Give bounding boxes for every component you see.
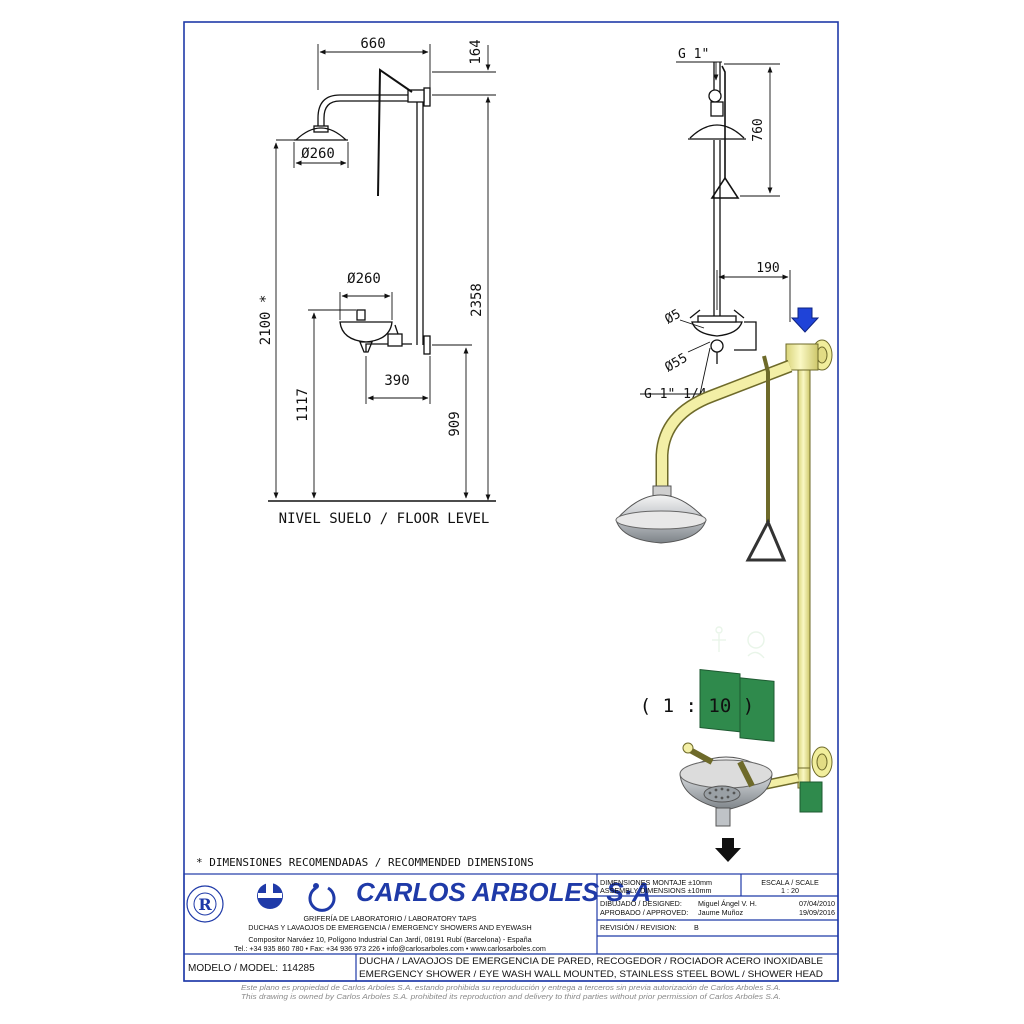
assembly-tolerance-es: DIMENSIONES MONTAJE ±10mm [600,878,712,887]
elevation-dimension-labels: 660 164 Ø260 2100 * 2358 Ø260 390 1117 9… [258,36,489,527]
recommended-dimensions-note: * DIMENSIONES RECOMENDADAS / RECOMMENDED… [196,856,534,869]
designed-date: 07/04/2010 [799,899,835,908]
front-view-dimensions [640,61,791,395]
isometric-illustration [615,307,833,862]
model-value: 114285 [282,963,315,974]
model-label: MODELO / MODEL: [188,963,278,974]
assembly-tolerance-en: ASSEMBLY DIMENSIONS ±10mm [600,886,712,895]
eyewash-logo-icon [308,883,336,912]
water-outlet-arrow-icon [715,838,741,862]
approved-date: 19/09/2016 [799,908,835,917]
description-en: EMERGENCY SHOWER / EYE WASH WALL MOUNTED… [359,968,823,979]
tagline-lab-taps: GRIFERÍA DE LABORATORIO / LABORATORY TAP… [303,914,476,923]
dim-660: 660 [360,36,385,52]
dim-1117: 1117 [295,388,311,422]
revision-value: B [694,923,699,932]
elevation-dimensions [268,44,496,502]
title-block [183,873,839,982]
dim-164: 164 [468,39,484,64]
water-inlet-arrow-icon [790,307,820,333]
scale-value: 1 : 20 [781,886,799,895]
revision-label: REVISIÓN / REVISION: [600,923,677,932]
quality-certification-seal-icon: R [186,885,224,923]
dim-390: 390 [384,373,409,389]
scale-label: ESCALA / SCALE [761,878,819,887]
dim-g114-outlet: G 1" 1/4 [644,387,707,402]
approved-name: Jaume Muñoz [698,908,744,917]
designed-name: Miguel Ángel V. H. [698,899,757,908]
approved-label: APROBADO / APPROVED: [600,908,688,917]
dim-2358: 2358 [469,283,485,317]
floor-level-label: NIVEL SUELO / FLOOR LEVEL [279,511,490,527]
scale-note-1-10: ( 1 : 10 ) [640,695,754,717]
dim-g1-inlet: G 1" [678,47,709,62]
dim-760: 760 [751,118,766,141]
tagline-showers: DUCHAS Y LAVAOJOS DE EMERGENCIA / EMERGE… [248,923,531,932]
ownership-notice-es: Este plano es propiedad de Carlos Arbole… [241,985,781,992]
company-address: Compositor Narváez 10, Polígono Industri… [248,935,531,944]
ownership-notice-en: This drawing is owned by Carlos Arboles … [241,994,781,1001]
dim-bowl-diameter: Ø260 [347,271,381,287]
safety-sign-eyewash-icon [739,677,775,742]
dim-2100: 2100 * [258,295,274,346]
faucet-logo-icon [257,883,283,909]
dim-d55: Ø55 [663,351,691,376]
front-view [688,62,757,364]
dim-d5: Ø5 [663,307,684,328]
company-brand-name: CARLOS ARBOLES S·A [356,877,651,907]
company-contact: Tel.: +34 935 860 780 • Fax: +34 936 973… [234,944,546,953]
description-es: DUCHA / LAVAOJOS DE EMERGENCIA DE PARED,… [359,955,823,966]
dim-head-diameter: Ø260 [301,146,335,162]
designed-label: DIBUJADO / DESIGNED: [600,899,682,908]
svg-text:R: R [198,895,212,914]
elevation-view [294,68,431,355]
dim-190: 190 [756,261,779,276]
dim-909: 909 [447,411,463,436]
small-eyewash-sign-icon [799,781,823,813]
